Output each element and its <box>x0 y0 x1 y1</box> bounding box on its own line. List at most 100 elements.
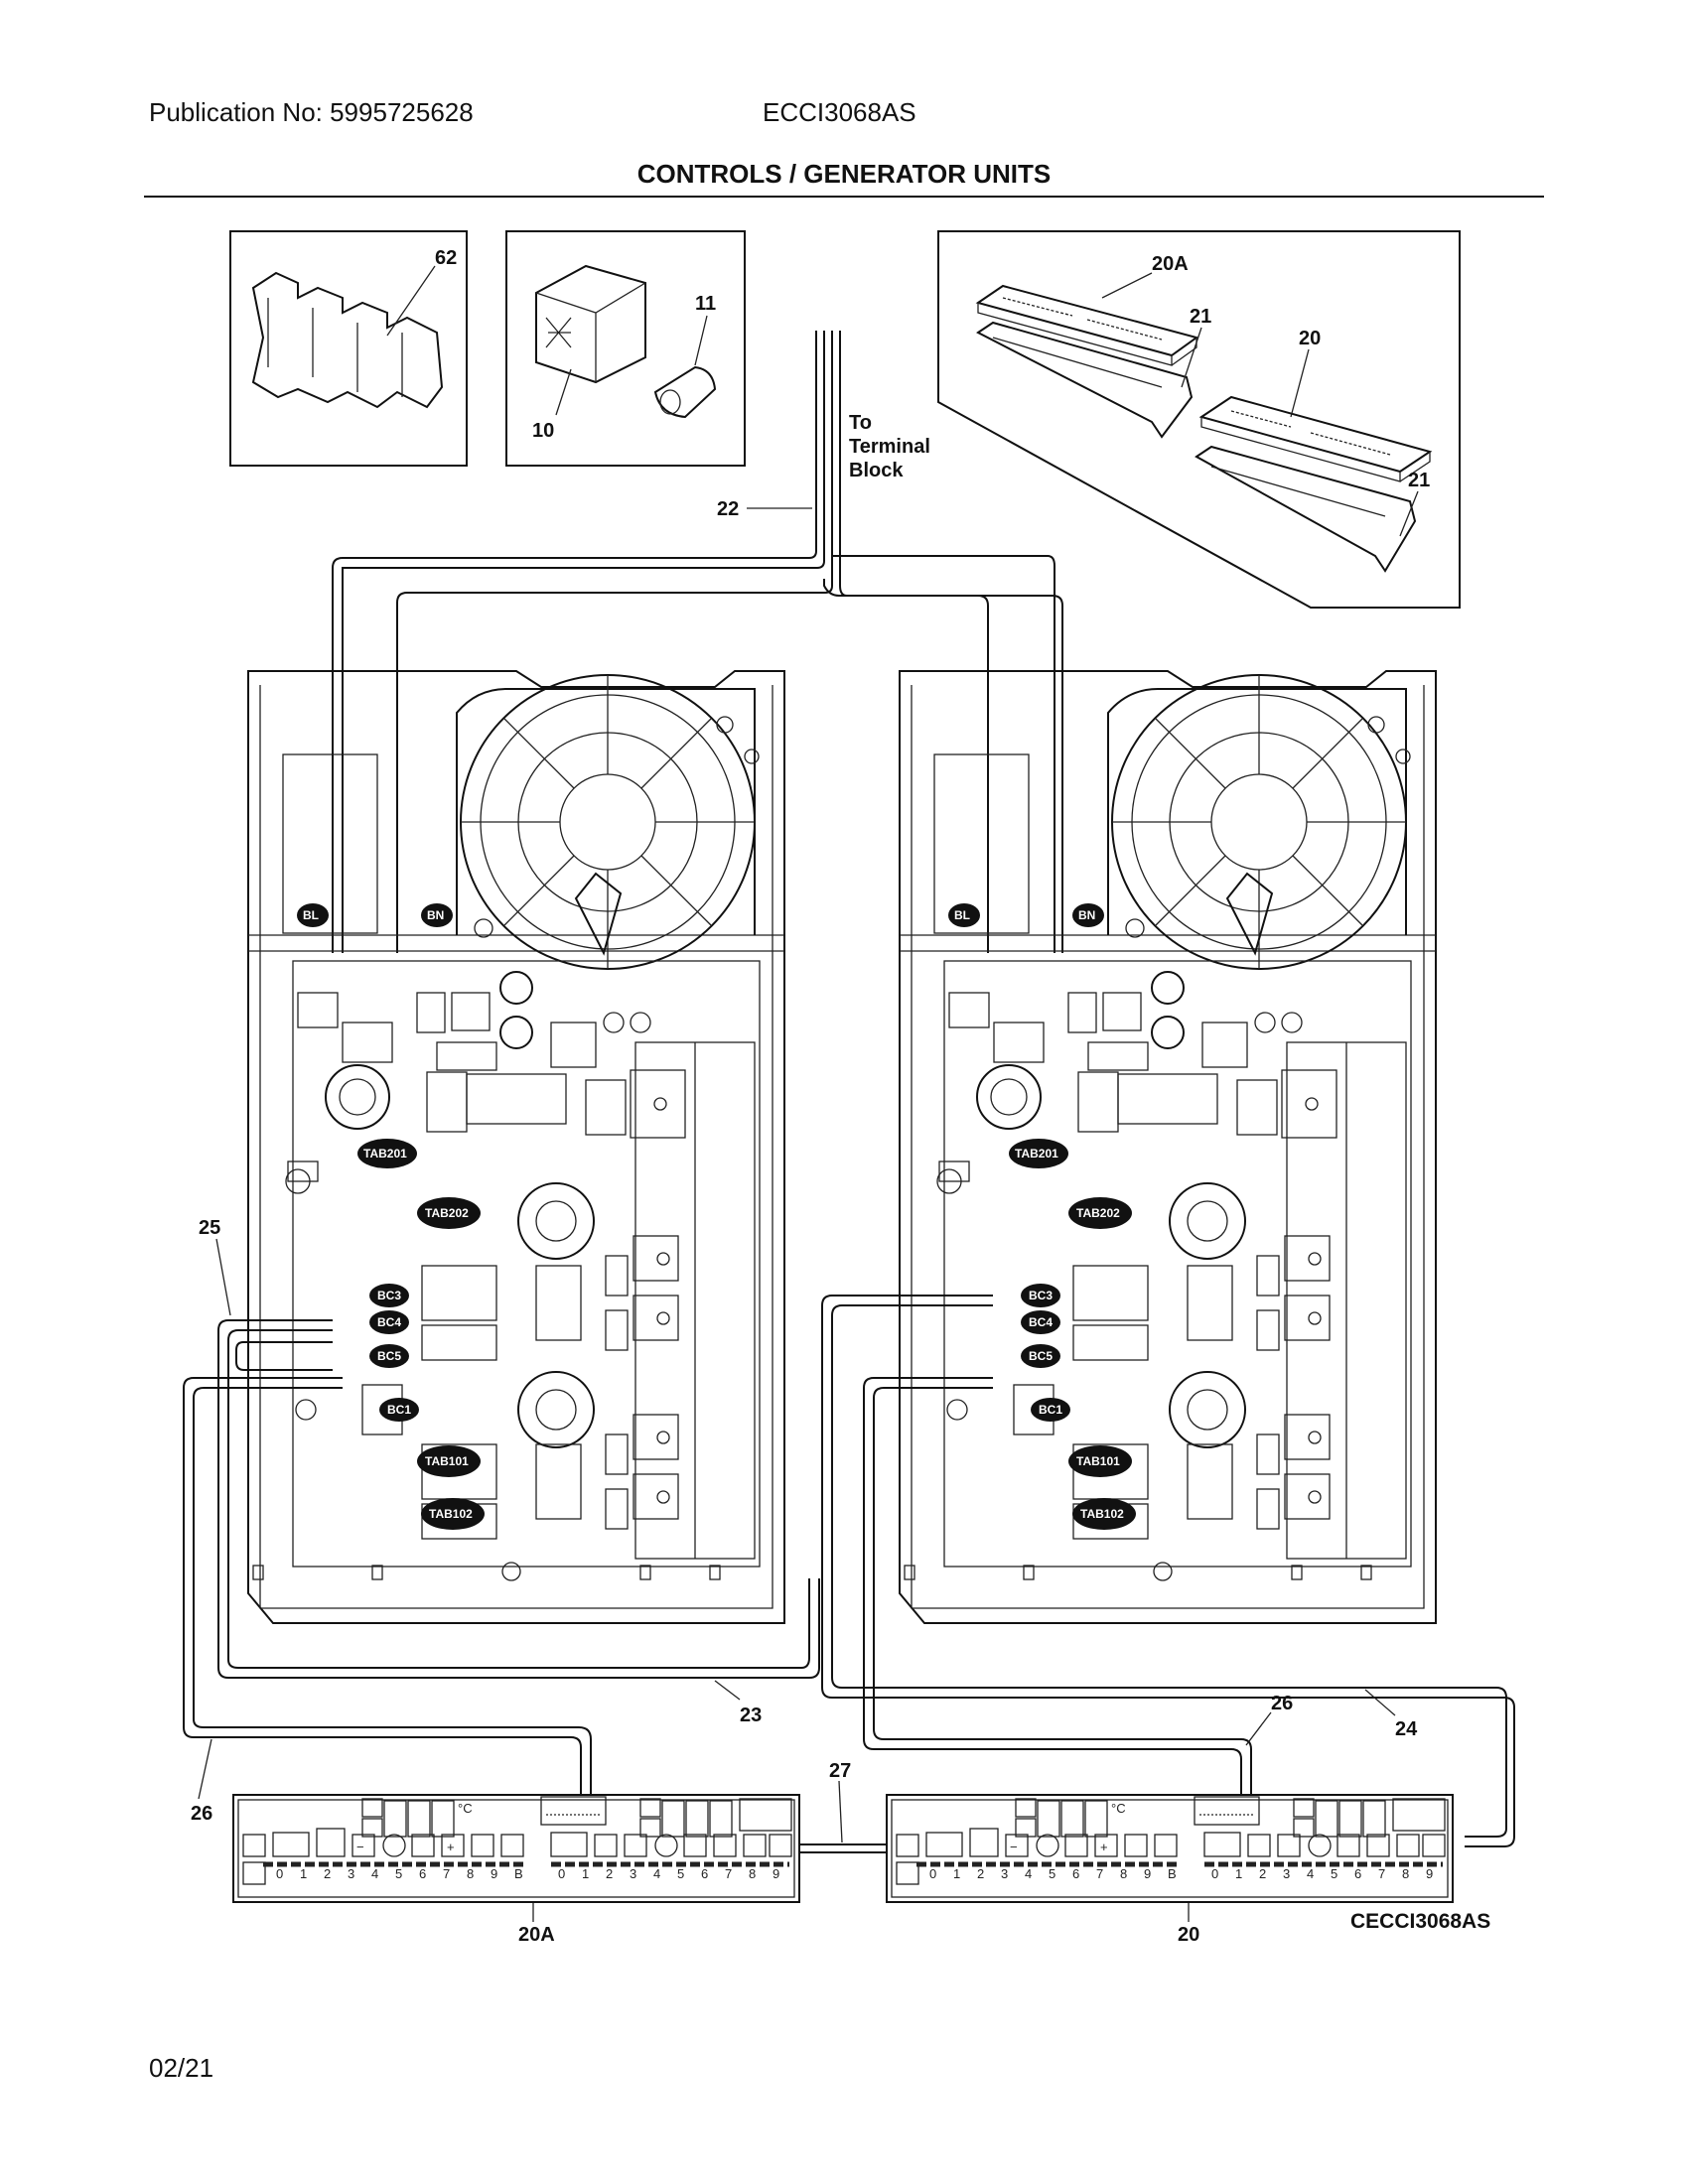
callout-21-upper: 21 <box>1190 306 1211 328</box>
tag-bl-right: BL <box>954 908 970 922</box>
key-b: B <box>514 1866 523 1881</box>
callout-26-left: 26 <box>191 1803 212 1825</box>
tag-tab101-right: TAB101 <box>1076 1454 1120 1468</box>
key-0: 0 <box>929 1866 936 1881</box>
keypad-row-right-a: 0 1 2 3 4 5 6 7 8 9 B <box>929 1866 1177 1881</box>
key-1: 1 <box>953 1866 960 1881</box>
key-1: 1 <box>300 1866 307 1881</box>
callout-20: 20 <box>1299 328 1321 349</box>
key-0: 0 <box>276 1866 283 1881</box>
key-9: 9 <box>491 1866 497 1881</box>
key-7: 7 <box>443 1866 450 1881</box>
keypad-row-left-a: 0 1 2 3 4 5 6 7 8 9 B <box>276 1866 523 1881</box>
tag-bc3-right: BC3 <box>1029 1289 1053 1302</box>
tag-bc5-right: BC5 <box>1029 1349 1053 1363</box>
generator-unit-right <box>899 670 1437 1624</box>
key-3: 3 <box>1001 1866 1008 1881</box>
callout-24: 24 <box>1395 1718 1418 1740</box>
tag-tab102-left: TAB102 <box>429 1507 473 1521</box>
callout-23: 23 <box>740 1705 762 1726</box>
callout-25: 25 <box>199 1217 220 1239</box>
clip-part-62 <box>251 265 444 409</box>
key-4: 4 <box>371 1866 378 1881</box>
page-title: CONTROLS / GENERATOR UNITS <box>636 159 1052 189</box>
keypad-row-right-b: 0 1 2 3 4 5 6 7 8 9 <box>1211 1866 1433 1881</box>
key-6: 6 <box>701 1866 708 1881</box>
publication-number: Publication No: 5995725628 <box>149 97 474 127</box>
tag-bn-left: BN <box>427 908 444 922</box>
callout-11: 11 <box>695 293 716 315</box>
tag-bc5-left: BC5 <box>377 1349 401 1363</box>
key-5: 5 <box>1049 1866 1055 1881</box>
key-9: 9 <box>1144 1866 1151 1881</box>
tag-tab202-left: TAB202 <box>425 1206 469 1220</box>
callout-26-right: 26 <box>1271 1693 1293 1714</box>
tag-bl-left: BL <box>303 908 319 922</box>
board-part-20A <box>975 284 1199 366</box>
control-panel-20A <box>233 1795 799 1902</box>
key-5: 5 <box>677 1866 684 1881</box>
diagram-code: CECCI3068AS <box>1350 1910 1490 1933</box>
tag-bc3-left: BC3 <box>377 1289 401 1302</box>
key-0: 0 <box>558 1866 565 1881</box>
callout-10: 10 <box>532 420 554 442</box>
terminal-note-line2: Terminal <box>849 436 930 458</box>
callout-20-panel: 20 <box>1178 1924 1199 1946</box>
tag-bc1-left: BC1 <box>387 1403 411 1417</box>
ribbon-cables <box>183 1295 1515 1853</box>
tag-tab202-right: TAB202 <box>1076 1206 1120 1220</box>
wire-harness-22 <box>332 331 1063 953</box>
inset-box-20-21 <box>937 230 1461 609</box>
key-1: 1 <box>582 1866 589 1881</box>
key-4: 4 <box>1307 1866 1314 1881</box>
control-panel-20 <box>887 1795 1453 1902</box>
key-7: 7 <box>725 1866 732 1881</box>
key-3: 3 <box>630 1866 636 1881</box>
key-4: 4 <box>1025 1866 1032 1881</box>
callout-21-lower: 21 <box>1408 470 1430 491</box>
terminal-note-line3: Block <box>849 460 904 481</box>
key-2: 2 <box>1259 1866 1266 1881</box>
key-1: 1 <box>1235 1866 1242 1881</box>
relay-part-10 <box>535 264 646 384</box>
tag-tab102-right: TAB102 <box>1080 1507 1124 1521</box>
key-8: 8 <box>1120 1866 1127 1881</box>
callout-20A: 20A <box>1152 253 1189 275</box>
tag-bn-right: BN <box>1078 908 1095 922</box>
key-b: B <box>1168 1866 1177 1881</box>
key-5: 5 <box>395 1866 402 1881</box>
tag-bc4-right: BC4 <box>1029 1315 1053 1329</box>
key-2: 2 <box>606 1866 613 1881</box>
key-6: 6 <box>1072 1866 1079 1881</box>
key-9: 9 <box>1426 1866 1433 1881</box>
inset-box-10-11 <box>505 230 746 467</box>
key-8: 8 <box>1402 1866 1409 1881</box>
key-2: 2 <box>977 1866 984 1881</box>
ferrite-part-11 <box>653 365 717 419</box>
key-0: 0 <box>1211 1866 1218 1881</box>
terminal-note-line1: To <box>849 412 872 434</box>
key-3: 3 <box>1283 1866 1290 1881</box>
tag-tab201-left: TAB201 <box>363 1147 407 1160</box>
callout-62: 62 <box>435 247 457 269</box>
inset-box-62 <box>229 230 468 467</box>
frame-part-21-lower <box>1195 445 1417 573</box>
key-8: 8 <box>467 1866 474 1881</box>
callout-27: 27 <box>829 1760 851 1782</box>
key-7: 7 <box>1096 1866 1103 1881</box>
callout-22: 22 <box>717 498 739 520</box>
key-9: 9 <box>773 1866 779 1881</box>
key-6: 6 <box>1354 1866 1361 1881</box>
model-number: ECCI3068AS <box>763 97 916 127</box>
key-6: 6 <box>419 1866 426 1881</box>
key-5: 5 <box>1331 1866 1337 1881</box>
key-7: 7 <box>1378 1866 1385 1881</box>
tags-right-unit: BL BN TAB201 TAB202 BC3 BC4 BC5 BC1 TAB1… <box>948 903 1136 1530</box>
tag-tab101-left: TAB101 <box>425 1454 469 1468</box>
revision-date: 02/21 <box>149 2053 214 2083</box>
frame-part-21-upper <box>976 321 1194 439</box>
key-2: 2 <box>324 1866 331 1881</box>
tags-left-unit: BL BN TAB201 TAB202 BC3 BC4 BC5 BC1 TAB1… <box>297 903 485 1530</box>
tag-tab201-right: TAB201 <box>1015 1147 1058 1160</box>
keypad-row-left-b: 0 1 2 3 4 5 6 7 8 9 <box>558 1866 779 1881</box>
